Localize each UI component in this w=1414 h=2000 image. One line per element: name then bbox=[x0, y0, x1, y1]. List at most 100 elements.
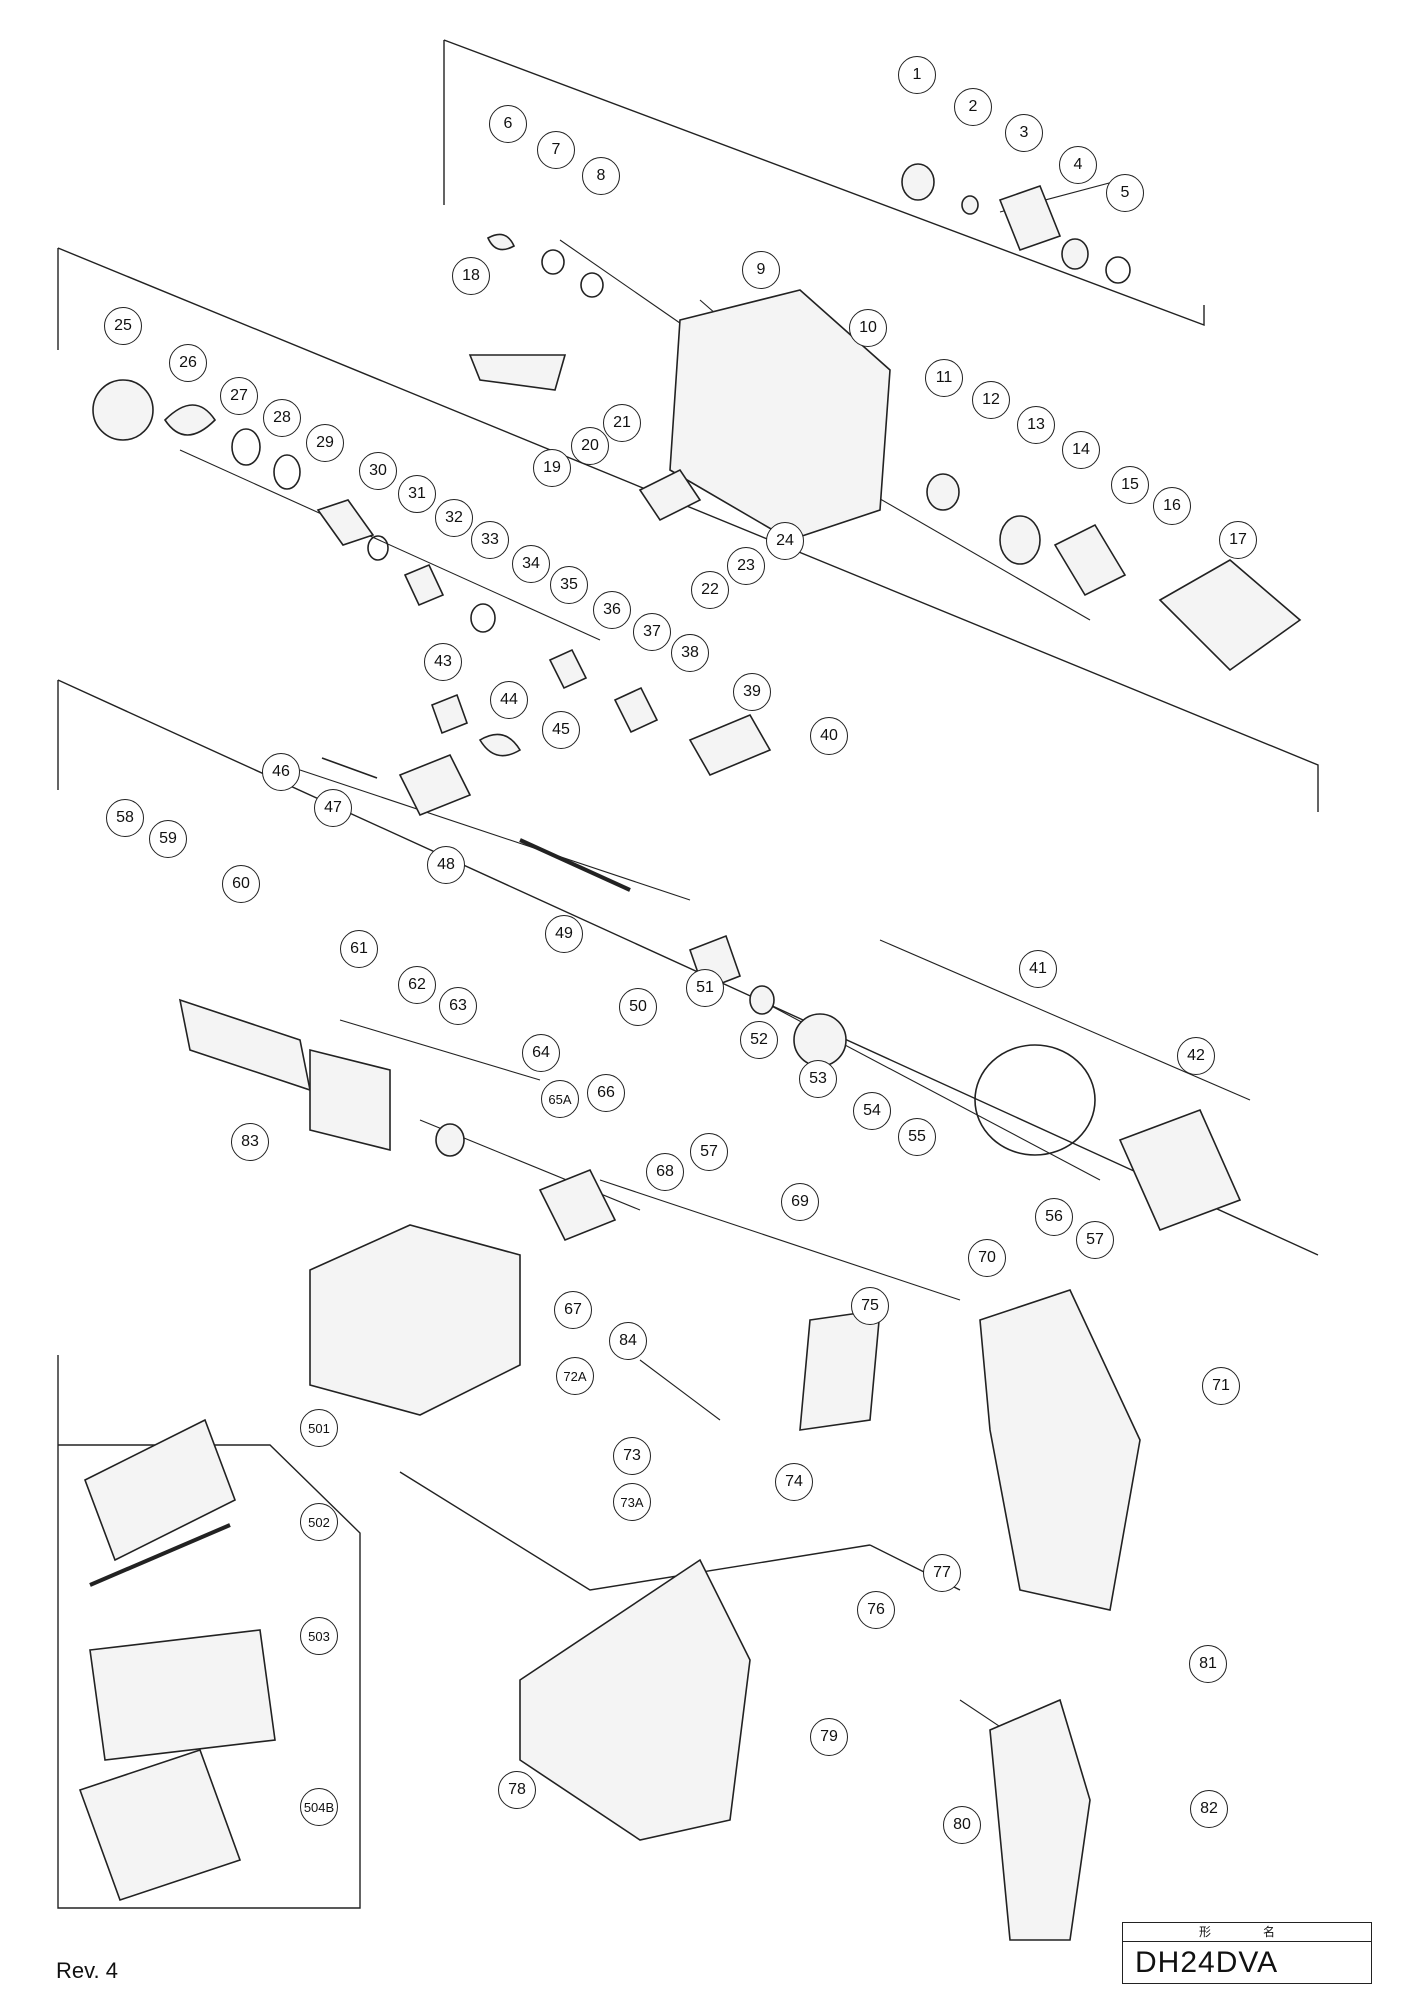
callout-30[interactable]: 30 bbox=[359, 452, 397, 490]
callout-13[interactable]: 13 bbox=[1017, 406, 1055, 444]
callout-62[interactable]: 62 bbox=[398, 966, 436, 1004]
callout-49[interactable]: 49 bbox=[545, 915, 583, 953]
callout-50[interactable]: 50 bbox=[619, 988, 657, 1026]
callout-81[interactable]: 81 bbox=[1189, 1645, 1227, 1683]
callout-9[interactable]: 9 bbox=[742, 251, 780, 289]
callout-8[interactable]: 8 bbox=[582, 157, 620, 195]
callout-57b[interactable]: 57 bbox=[1076, 1221, 1114, 1259]
callout-12[interactable]: 12 bbox=[972, 381, 1010, 419]
callout-44[interactable]: 44 bbox=[490, 681, 528, 719]
revision-label: Rev. 4 bbox=[56, 1958, 118, 1983]
callout-56[interactable]: 56 bbox=[1035, 1198, 1073, 1236]
callout-2[interactable]: 2 bbox=[954, 88, 992, 126]
callout-59[interactable]: 59 bbox=[149, 820, 187, 858]
callout-55[interactable]: 55 bbox=[898, 1118, 936, 1156]
callout-35[interactable]: 35 bbox=[550, 566, 588, 604]
callout-57[interactable]: 57 bbox=[690, 1133, 728, 1171]
part-o-ring-27 bbox=[231, 428, 261, 466]
callout-504B[interactable]: 504B bbox=[300, 1788, 338, 1826]
callout-68[interactable]: 68 bbox=[646, 1153, 684, 1191]
callout-33[interactable]: 33 bbox=[471, 521, 509, 559]
callout-1[interactable]: 1 bbox=[898, 56, 936, 94]
callout-5[interactable]: 5 bbox=[1106, 174, 1144, 212]
callout-41[interactable]: 41 bbox=[1019, 950, 1057, 988]
part-side-handle-501 bbox=[83, 1418, 237, 1562]
part-spring-26 bbox=[163, 404, 217, 436]
callout-32[interactable]: 32 bbox=[435, 499, 473, 537]
callout-16[interactable]: 16 bbox=[1153, 487, 1191, 525]
callout-42[interactable]: 42 bbox=[1177, 1037, 1215, 1075]
callout-65A[interactable]: 65A bbox=[541, 1080, 579, 1118]
callout-66[interactable]: 66 bbox=[587, 1074, 625, 1112]
callout-3[interactable]: 3 bbox=[1005, 114, 1043, 152]
part-gear-25 bbox=[92, 379, 154, 441]
callout-47[interactable]: 47 bbox=[314, 789, 352, 827]
callout-26[interactable]: 26 bbox=[169, 344, 207, 382]
callout-75[interactable]: 75 bbox=[851, 1287, 889, 1325]
callout-80[interactable]: 80 bbox=[943, 1806, 981, 1844]
callout-48[interactable]: 48 bbox=[427, 846, 465, 884]
callout-23[interactable]: 23 bbox=[727, 547, 765, 585]
callout-28[interactable]: 28 bbox=[263, 399, 301, 437]
callout-58[interactable]: 58 bbox=[106, 799, 144, 837]
callout-51[interactable]: 51 bbox=[686, 969, 724, 1007]
callout-54[interactable]: 54 bbox=[853, 1092, 891, 1130]
part-inner-cover-42 bbox=[1118, 1108, 1242, 1232]
callout-36[interactable]: 36 bbox=[593, 591, 631, 629]
callout-40[interactable]: 40 bbox=[810, 717, 848, 755]
callout-53[interactable]: 53 bbox=[799, 1060, 837, 1098]
callout-69[interactable]: 69 bbox=[781, 1183, 819, 1221]
callout-76[interactable]: 76 bbox=[857, 1591, 895, 1629]
callout-61[interactable]: 61 bbox=[340, 930, 378, 968]
callout-83[interactable]: 83 bbox=[231, 1123, 269, 1161]
callout-4[interactable]: 4 bbox=[1059, 146, 1097, 184]
callout-34[interactable]: 34 bbox=[512, 545, 550, 583]
callout-19[interactable]: 19 bbox=[533, 449, 571, 487]
callout-501[interactable]: 501 bbox=[300, 1409, 338, 1447]
callout-77[interactable]: 77 bbox=[923, 1554, 961, 1592]
callout-21[interactable]: 21 bbox=[603, 404, 641, 442]
callout-22[interactable]: 22 bbox=[691, 571, 729, 609]
callout-74[interactable]: 74 bbox=[775, 1463, 813, 1501]
callout-18[interactable]: 18 bbox=[452, 257, 490, 295]
callout-70[interactable]: 70 bbox=[968, 1239, 1006, 1277]
callout-38[interactable]: 38 bbox=[671, 634, 709, 672]
callout-78[interactable]: 78 bbox=[498, 1771, 536, 1809]
callout-84[interactable]: 84 bbox=[609, 1322, 647, 1360]
callout-29[interactable]: 29 bbox=[306, 424, 344, 462]
callout-15[interactable]: 15 bbox=[1111, 466, 1149, 504]
callout-6[interactable]: 6 bbox=[489, 105, 527, 143]
callout-43[interactable]: 43 bbox=[424, 643, 462, 681]
callout-67[interactable]: 67 bbox=[554, 1291, 592, 1329]
part-bearing-11 bbox=[926, 473, 960, 511]
callout-7[interactable]: 7 bbox=[537, 131, 575, 169]
callout-31[interactable]: 31 bbox=[398, 475, 436, 513]
callout-64[interactable]: 64 bbox=[522, 1034, 560, 1072]
part-retaining-ring-8 bbox=[580, 272, 604, 298]
callout-25[interactable]: 25 bbox=[104, 307, 142, 345]
callout-502[interactable]: 502 bbox=[300, 1503, 338, 1541]
part-cylinder-37 bbox=[613, 686, 659, 734]
callout-46[interactable]: 46 bbox=[262, 753, 300, 791]
callout-503[interactable]: 503 bbox=[300, 1617, 338, 1655]
callout-27[interactable]: 27 bbox=[220, 377, 258, 415]
callout-37[interactable]: 37 bbox=[633, 613, 671, 651]
callout-39[interactable]: 39 bbox=[733, 673, 771, 711]
callout-71[interactable]: 71 bbox=[1202, 1367, 1240, 1405]
callout-82[interactable]: 82 bbox=[1190, 1790, 1228, 1828]
callout-73[interactable]: 73 bbox=[613, 1437, 651, 1475]
callout-79[interactable]: 79 bbox=[810, 1718, 848, 1756]
callout-10[interactable]: 10 bbox=[849, 309, 887, 347]
callout-11[interactable]: 11 bbox=[925, 359, 963, 397]
callout-63[interactable]: 63 bbox=[439, 987, 477, 1025]
callout-60[interactable]: 60 bbox=[222, 865, 260, 903]
callout-52[interactable]: 52 bbox=[740, 1021, 778, 1059]
callout-17[interactable]: 17 bbox=[1219, 521, 1257, 559]
callout-73A[interactable]: 73A bbox=[613, 1483, 651, 1521]
callout-24[interactable]: 24 bbox=[766, 522, 804, 560]
callout-72A[interactable]: 72A bbox=[556, 1357, 594, 1395]
callout-14[interactable]: 14 bbox=[1062, 431, 1100, 469]
callout-20[interactable]: 20 bbox=[571, 427, 609, 465]
callout-45[interactable]: 45 bbox=[542, 711, 580, 749]
part-piston-35 bbox=[548, 648, 588, 690]
